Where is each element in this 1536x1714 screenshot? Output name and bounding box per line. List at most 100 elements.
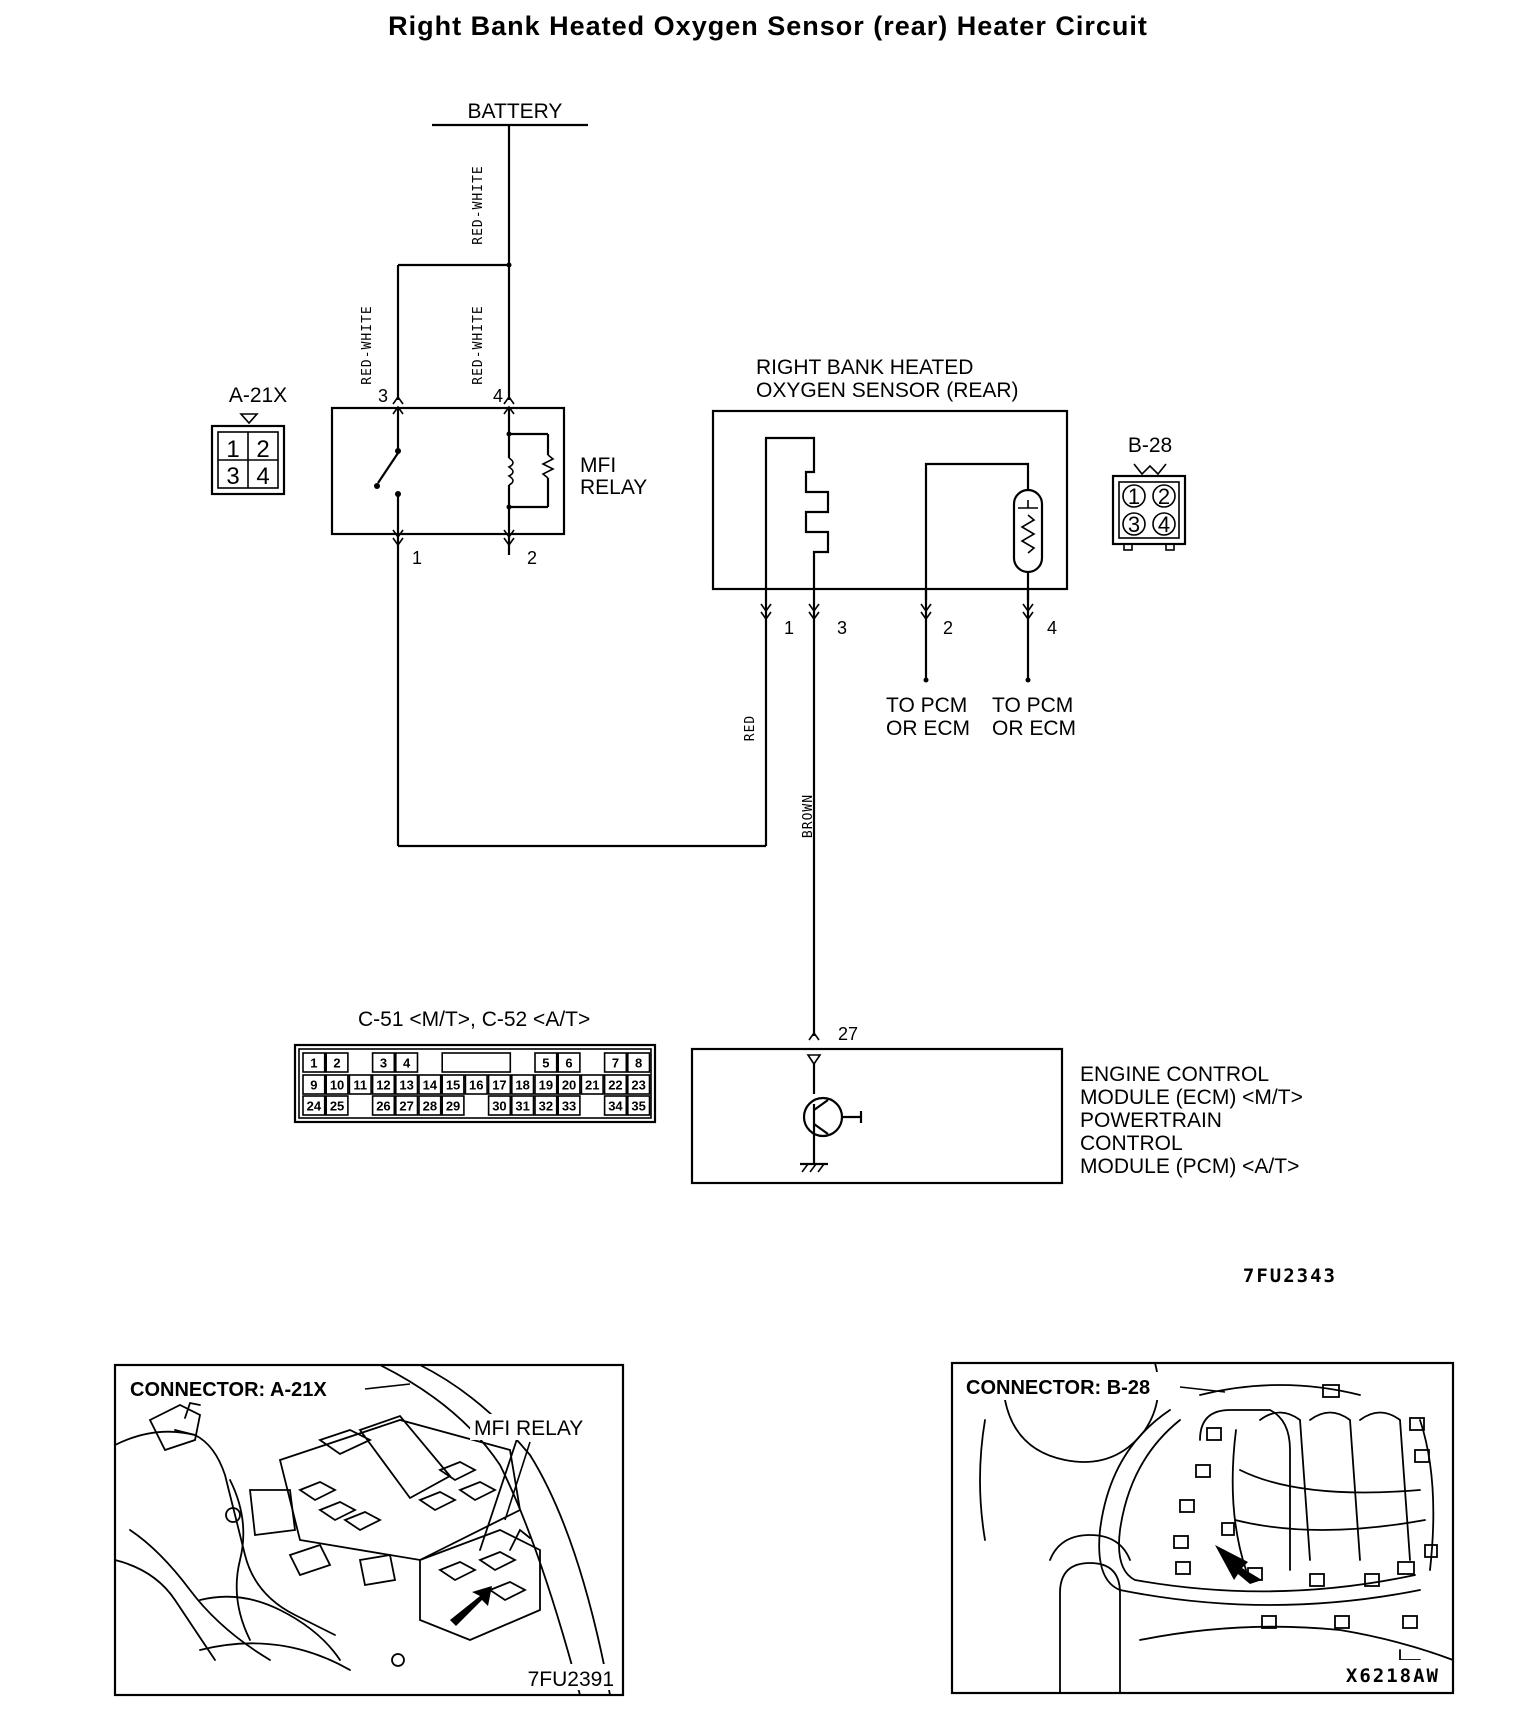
- ecm-connector-cell: [603, 1095, 628, 1116]
- ecm-connector-label: C-51 <M/T>, C-52 <A/T>: [358, 1008, 590, 1031]
- ecm-pcm-module: 27 ENGINE CONTROL MODULE (ECM) <M/T> POW…: [690, 1024, 1303, 1185]
- photo-right-code: X6218AW: [1346, 1665, 1440, 1687]
- ecm-connector-pin-label: 22: [608, 1078, 622, 1093]
- ecm-connector-cell: [487, 1074, 512, 1095]
- ecm-connector-pin-label: 9: [310, 1078, 317, 1093]
- ecm-label-line1: ENGINE CONTROL: [1080, 1063, 1269, 1086]
- ecm-connector-pin-label: 28: [423, 1099, 437, 1114]
- engine-bay-sketch-right: [979, 1362, 1454, 1694]
- ecm-connector-cell: [534, 1095, 558, 1116]
- ecm-connector-cell: [557, 1095, 581, 1116]
- ecm-connector-pin-label: 24: [307, 1099, 322, 1114]
- ecm-connector-pin-label: 19: [539, 1078, 553, 1093]
- ecm-connector-cell: [603, 1052, 628, 1073]
- ecm-connector-cell: [325, 1074, 349, 1095]
- relay-pin-2: 2: [527, 548, 537, 568]
- b28-pin-1: 1: [1128, 484, 1140, 509]
- ecm-connector-pin-label: 3: [380, 1056, 387, 1071]
- ecm-connector-cell: [510, 1074, 535, 1095]
- ecm-connector-cell: [626, 1074, 651, 1095]
- ecm-connector-pin-label: 12: [376, 1078, 390, 1093]
- ecm-label-line2: MODULE (ECM) <M/T>: [1080, 1086, 1303, 1109]
- ecm-connector-pin-label: 33: [562, 1099, 576, 1114]
- b28-pin-2: 2: [1158, 484, 1170, 509]
- ecm-connector-cell: [441, 1095, 465, 1116]
- ecm-connector-pin-label: 18: [515, 1078, 529, 1093]
- ecm-connector-cell: [302, 1074, 326, 1095]
- ecm-connector-cell: [418, 1074, 442, 1095]
- ecm-connector-cell: [510, 1095, 535, 1116]
- b28-pin-3: 3: [1128, 512, 1140, 537]
- photo-connector-a21x: CONNECTOR: A-21X MFI RELAY 7FU2391: [113, 1363, 625, 1697]
- ecm-connector-pin-label: 31: [515, 1099, 529, 1114]
- a21x-pin-4: 4: [256, 463, 269, 490]
- ecm-connector-cell: [302, 1052, 326, 1073]
- ecm-pin-27: 27: [838, 1024, 858, 1044]
- connector-b28-icon: B-28 1 2 3 4: [1111, 434, 1187, 551]
- ecm-connector-pin-label: 2: [333, 1056, 340, 1071]
- to-pcm-1-line1: TO PCM: [886, 694, 967, 717]
- sensor-pin-2: 2: [943, 618, 953, 638]
- ecm-connector-cell: [394, 1052, 419, 1073]
- to-pcm-2-line1: TO PCM: [992, 694, 1073, 717]
- ecm-connector-cell: [371, 1052, 396, 1073]
- ecm-connector-cell: [302, 1095, 326, 1116]
- b28-pin-4: 4: [1158, 512, 1170, 537]
- battery-label: BATTERY: [468, 100, 563, 123]
- sensor-pin-1: 1: [784, 618, 794, 638]
- relay-pin-1: 1: [412, 548, 422, 568]
- ecm-connector-pin-label: 23: [631, 1078, 645, 1093]
- to-pcm-1-line2: OR ECM: [886, 717, 970, 740]
- ecm-connector-cell: [394, 1074, 419, 1095]
- ecm-connector-blank: [441, 1052, 512, 1073]
- ecm-connector-pin-label: 20: [562, 1078, 576, 1093]
- ecm-connector-cell: [534, 1074, 558, 1095]
- ecm-connector-cell: [325, 1052, 349, 1073]
- ecm-connector-cell: [325, 1095, 349, 1116]
- wire-label-red: RED: [743, 715, 758, 741]
- ecm-connector-cell: [371, 1095, 396, 1116]
- battery-source: BATTERY: [432, 100, 588, 127]
- wire-label-brown: BROWN: [801, 794, 816, 838]
- ecm-connector-pin-label: 6: [565, 1056, 572, 1071]
- ecm-connector-pin-label: 32: [539, 1099, 553, 1114]
- ecm-connector-cell: [534, 1052, 558, 1073]
- relay-pin-3: 3: [378, 386, 388, 406]
- ecm-connector-pin-label: 15: [446, 1078, 460, 1093]
- ecm-connector-pin-label: 35: [631, 1099, 645, 1114]
- sensor-pin-4: 4: [1047, 618, 1057, 638]
- ecm-connector-pin-label: 1: [310, 1056, 317, 1071]
- ecm-connector-cell: [603, 1074, 628, 1095]
- ecm-connector-pin-label: 7: [612, 1056, 619, 1071]
- ecm-label-line4: CONTROL: [1080, 1132, 1183, 1155]
- ecm-connector-cell: [557, 1074, 581, 1095]
- red-wire: RED: [396, 534, 768, 848]
- ecm-connector-pin-label: 11: [353, 1078, 367, 1093]
- ecm-connector-cell: [464, 1074, 488, 1095]
- ecm-connector-cell: [626, 1052, 651, 1073]
- ecm-connector-cell: [487, 1095, 512, 1116]
- ecm-connector-pin-label: 25: [330, 1099, 344, 1114]
- connector-a21x-label: A-21X: [229, 384, 287, 407]
- ecm-connector-cell: [441, 1074, 465, 1095]
- ecm-connector-pin-label: 30: [492, 1099, 506, 1114]
- connector-a21x-icon: A-21X 1 2 3 4: [210, 384, 287, 496]
- ecm-connector-cell: [371, 1074, 396, 1095]
- ecm-connector-pin-label: 26: [376, 1099, 390, 1114]
- sensor-label-line1: RIGHT BANK HEATED: [756, 356, 973, 379]
- ecm-connector-pin-label: 17: [492, 1078, 506, 1093]
- a21x-pin-1: 1: [226, 436, 239, 463]
- ecm-connector-pin-label: 34: [608, 1099, 623, 1114]
- sensor-pin-3: 3: [837, 618, 847, 638]
- engine-bay-sketch-left: [114, 1364, 611, 1696]
- diagram-code: 7FU2343: [1243, 1265, 1337, 1287]
- brown-wire: BROWN: [801, 600, 820, 1041]
- ecm-connector-pin-label: 8: [635, 1056, 642, 1071]
- ecm-connector-pin-label: 27: [399, 1099, 413, 1114]
- ecm-connector-cell: [418, 1095, 442, 1116]
- relay-label-line2: RELAY: [580, 476, 647, 499]
- connector-b28-label: B-28: [1128, 434, 1172, 457]
